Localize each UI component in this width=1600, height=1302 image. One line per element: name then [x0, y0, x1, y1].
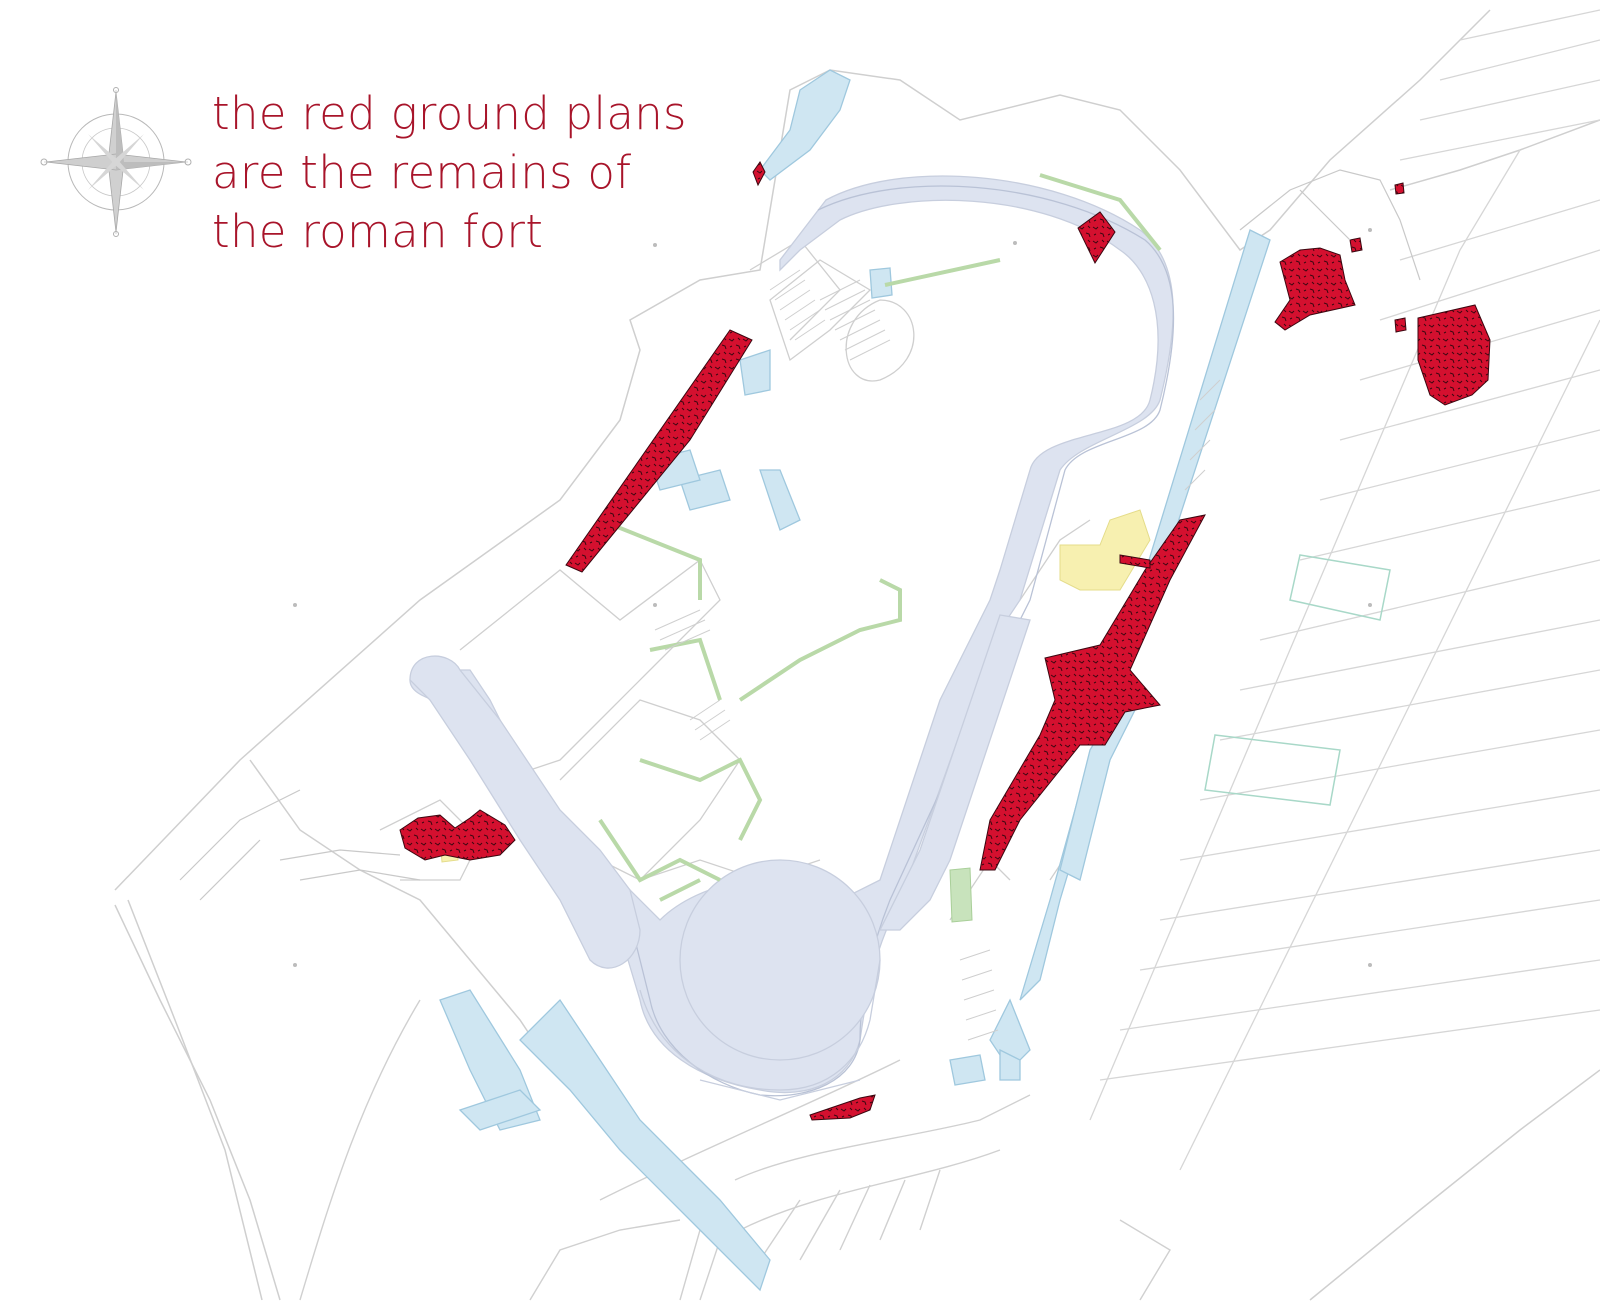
plot-markers — [1204, 554, 1391, 806]
remains-fragment — [752, 161, 766, 187]
remains-fragment — [1394, 182, 1405, 195]
remains-fragment — [1274, 247, 1356, 331]
remains-fragment — [399, 809, 516, 861]
remains-fragment — [979, 514, 1206, 871]
race-track — [409, 175, 1175, 1101]
remains-fragment — [1349, 237, 1363, 253]
caption-line-2: are the remains of — [212, 146, 632, 199]
parcel-lines — [1089, 9, 1600, 1171]
remains-fragment — [565, 329, 753, 573]
caption-line-1: the red ground plans — [212, 87, 687, 140]
stair-blocks — [654, 269, 1221, 1041]
remains-fragment — [809, 1094, 876, 1121]
caption-line-3: the roman fort — [212, 205, 544, 258]
remains-fragment — [1394, 317, 1407, 333]
remains-fragment — [1119, 554, 1151, 569]
garden-paths — [598, 173, 1162, 902]
roman-fort-remains — [399, 161, 1491, 1121]
terrain-lines — [179, 169, 1421, 901]
map-caption: the red ground plans are the remains of … — [212, 84, 687, 261]
green-lawn — [949, 867, 973, 923]
remains-fragment — [1417, 304, 1491, 406]
remains-fragment — [1077, 211, 1116, 265]
lower-roads — [299, 999, 1171, 1301]
grid-markers — [293, 228, 1372, 967]
compass-rose-icon — [40, 87, 192, 237]
